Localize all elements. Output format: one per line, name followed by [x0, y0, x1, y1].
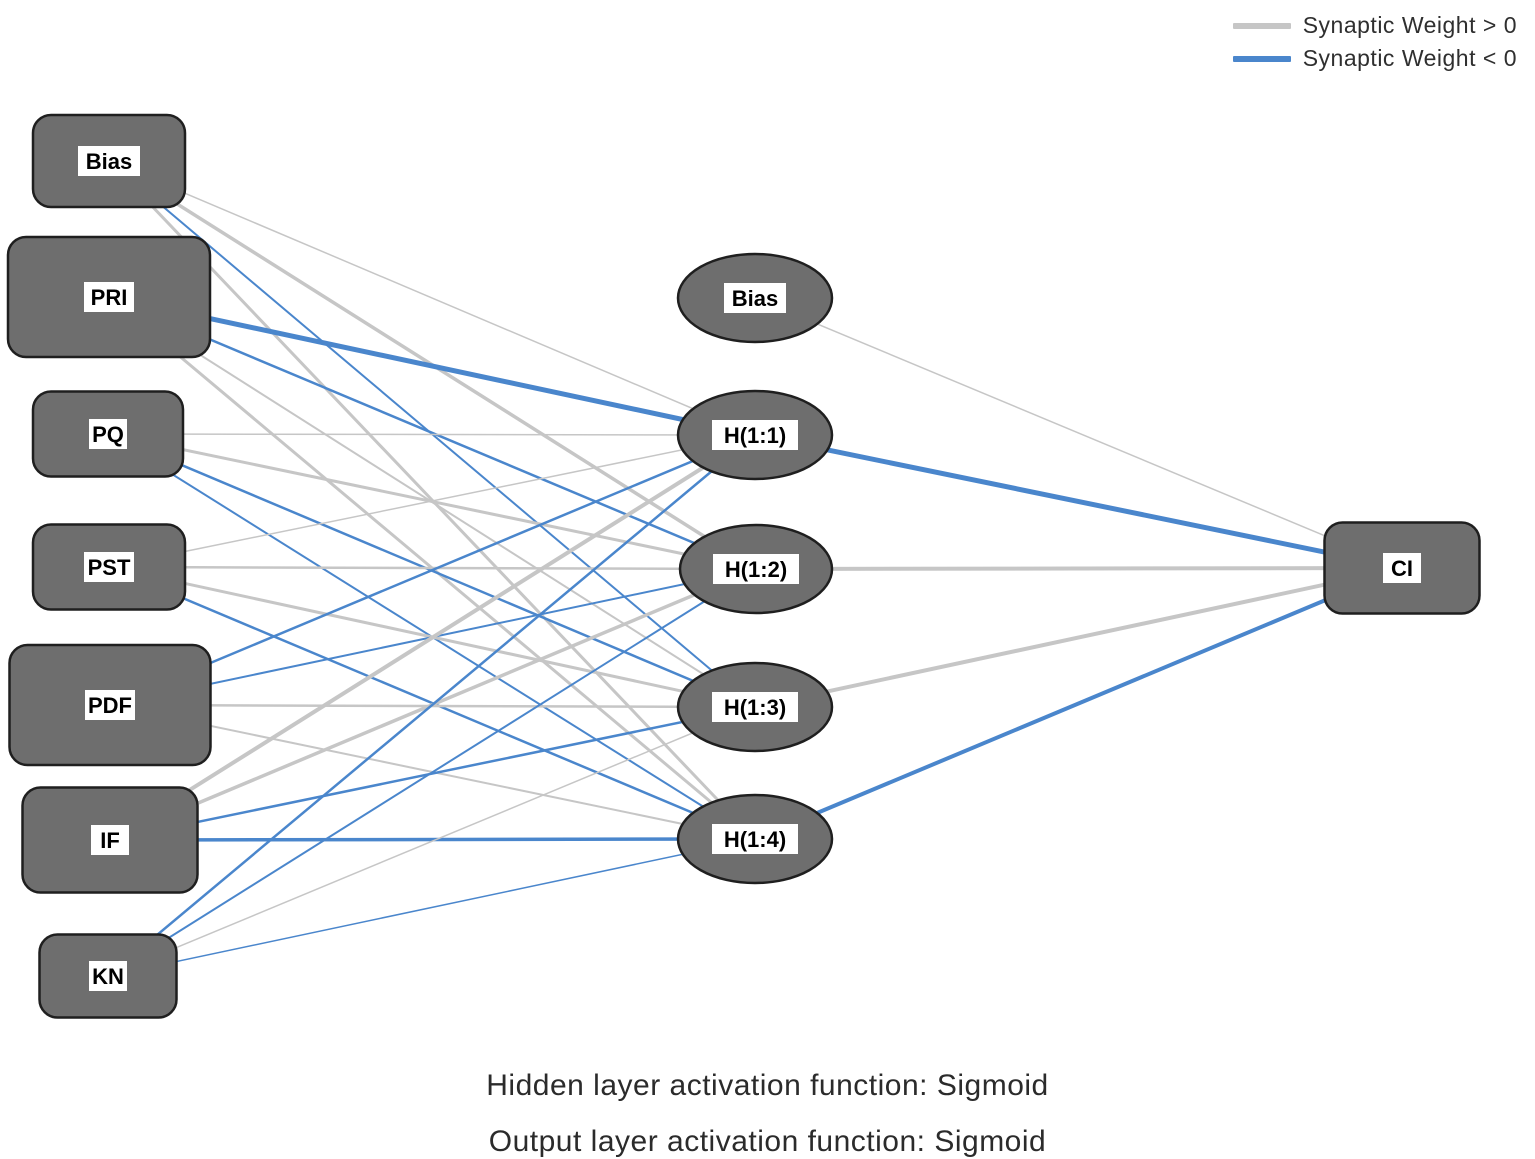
edge-BiasIn-H11	[108, 160, 756, 436]
edge-KN-H14	[107, 838, 756, 977]
edge-PST-H14	[107, 565, 757, 841]
edge-PRI-H11	[106, 294, 758, 438]
edge-H14-CI	[753, 566, 1404, 841]
edge-PST-H12	[107, 565, 758, 571]
node-label-CI: CI	[1391, 556, 1413, 581]
node-label-bg-H14	[712, 824, 798, 854]
output-activation-note: Output layer activation function: Sigmoi…	[488, 1125, 1047, 1158]
node-label-bg-BiasIn	[78, 146, 140, 176]
edge-PDF-H11	[108, 433, 757, 707]
node-label-H12: H(1:2)	[725, 557, 787, 582]
legend-label-negative: Synaptic Weight < 0	[1302, 45, 1517, 71]
legend-row-negative: Synaptic Weight < 0	[1232, 45, 1517, 72]
node-label-bg-KN	[89, 961, 127, 991]
node-label-bg-PQ	[89, 419, 127, 449]
edge-H11-CI	[752, 432, 1405, 571]
edge-PQ-H11	[107, 433, 756, 436]
edge-KN-H12	[107, 568, 757, 977]
node-label-H13: H(1:3)	[724, 695, 786, 720]
activation-function-notes: Hidden layer activation function: Sigmoi…	[0, 1058, 1535, 1159]
edge-IF-H14	[108, 837, 757, 842]
positive-weight-line-icon	[1232, 22, 1291, 29]
hidden-activation-note: Hidden layer activation function: Sigmoi…	[486, 1069, 1049, 1102]
negative-weight-line-icon	[1232, 55, 1291, 62]
node-label-bg-CI	[1383, 553, 1421, 583]
legend-row-positive: Synaptic Weight > 0	[1232, 12, 1517, 39]
node-label-bg-H11	[712, 420, 798, 450]
edge-IF-H13	[108, 705, 757, 842]
node-label-PRI: PRI	[91, 285, 128, 310]
node-label-bg-PRI	[84, 282, 134, 312]
node-label-BiasH: Bias	[732, 286, 778, 311]
node-label-PST: PST	[88, 555, 131, 580]
legend-label-positive: Synaptic Weight > 0	[1302, 12, 1517, 38]
node-label-bg-H13	[712, 692, 798, 722]
node-label-IF: IF	[100, 828, 120, 853]
legend: Synaptic Weight > 0 Synaptic Weight < 0	[1232, 12, 1517, 72]
node-label-PDF: PDF	[88, 693, 132, 718]
edge-IF-H11	[108, 433, 757, 842]
node-label-bg-BiasH	[724, 283, 786, 313]
edge-H12-CI	[754, 566, 1404, 571]
node-label-H14: H(1:4)	[724, 827, 786, 852]
edge-PST-H11	[108, 434, 756, 568]
node-label-KN: KN	[92, 964, 124, 989]
edge-KN-H11	[106, 433, 757, 978]
edge-BiasH-CI	[754, 297, 1403, 569]
edge-KN-H13	[107, 706, 756, 977]
node-label-PQ: PQ	[92, 422, 124, 447]
node-label-bg-PST	[84, 552, 134, 582]
node-label-bg-IF	[91, 825, 129, 855]
node-label-bg-PDF	[85, 690, 135, 720]
node-label-BiasIn: Bias	[86, 149, 132, 174]
node-label-bg-H12	[713, 554, 799, 584]
node-label-H11: H(1:1)	[724, 423, 786, 448]
edge-H13-CI	[753, 566, 1404, 709]
